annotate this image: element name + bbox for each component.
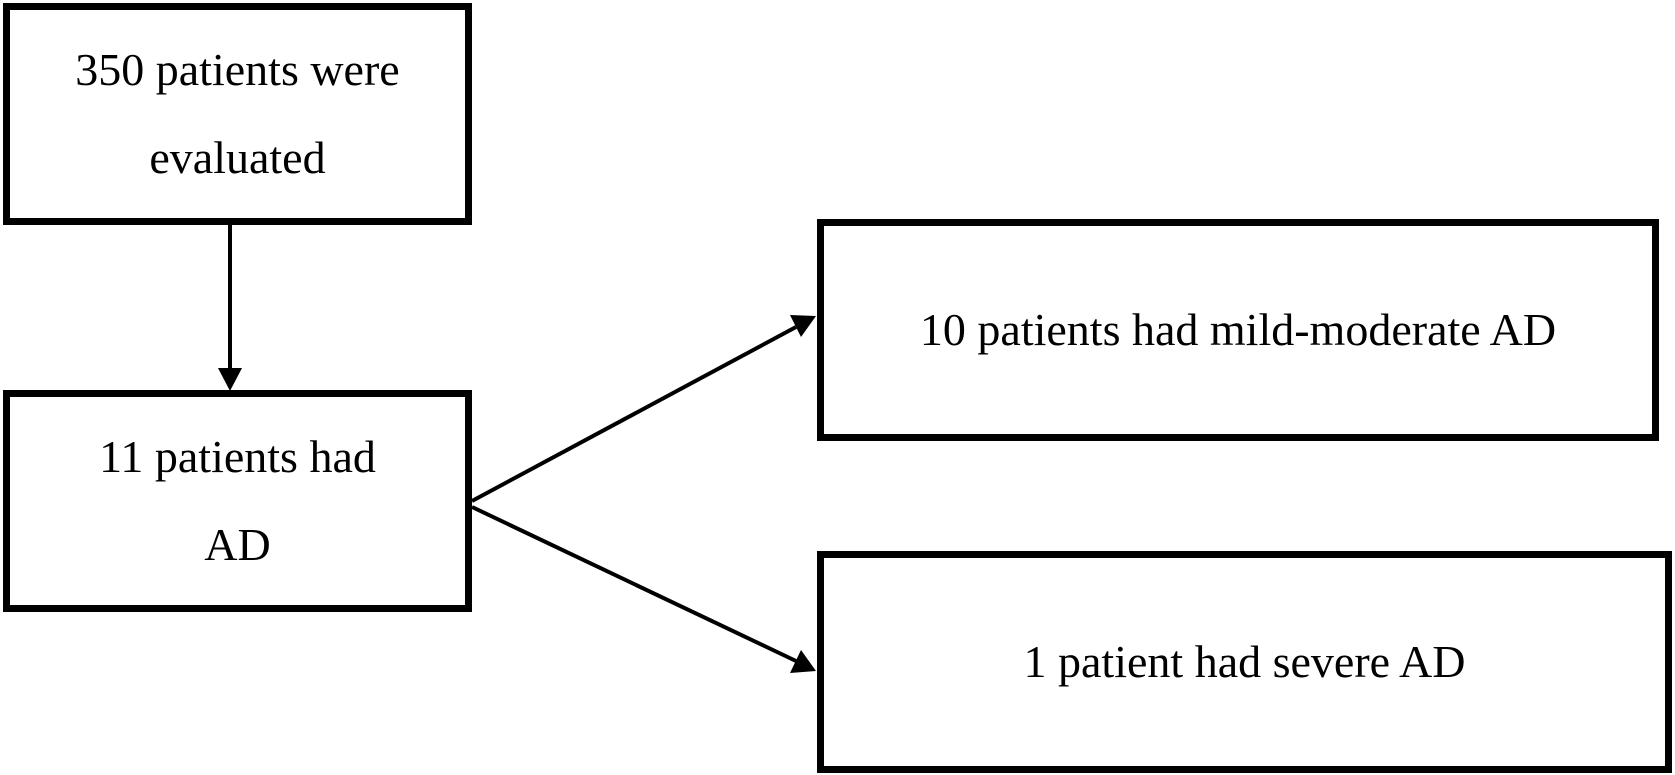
box-patients-evaluated: 350 patients were evaluated — [3, 3, 472, 225]
arrow-had-ad-to-mild-moderate — [471, 325, 797, 503]
box-patients-had-ad: 11 patients had AD — [3, 390, 472, 612]
box-patients-evaluated-line-2: evaluated — [149, 132, 326, 183]
arrowhead-had-ad — [218, 368, 242, 391]
box-mild-moderate-ad: 10 patients had mild-moderate AD — [817, 219, 1659, 441]
box-severe-ad: 1 patient had severe AD — [817, 551, 1672, 773]
box-patients-had-ad-line-1: 11 patients had — [99, 431, 376, 482]
box-severe-ad-text: 1 patient had severe AD — [1023, 636, 1466, 687]
box-patients-evaluated-line-1: 350 patients were — [75, 44, 400, 95]
arrow-had-ad-to-severe — [471, 505, 797, 663]
box-patients-had-ad-line-2: AD — [204, 519, 271, 570]
arrowhead-severe — [790, 650, 816, 673]
box-mild-moderate-ad-text: 10 patients had mild-moderate AD — [919, 304, 1557, 355]
arrowhead-mild-moderate — [790, 315, 816, 337]
